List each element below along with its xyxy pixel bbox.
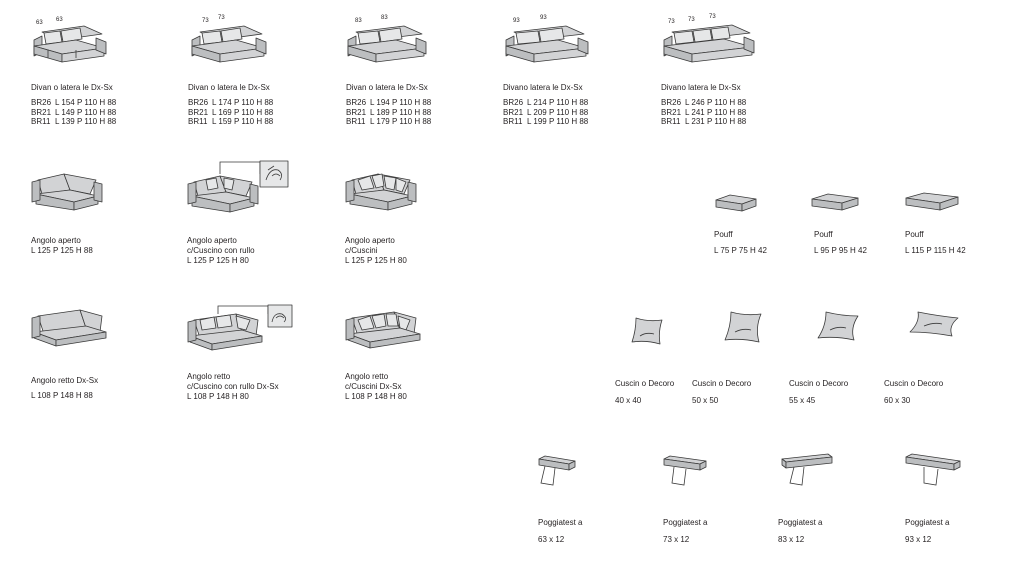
seat-width-label: 93 — [540, 15, 547, 21]
seat-width-label: 83 — [381, 15, 388, 21]
cushion-drawing — [631, 317, 663, 345]
seat-width-label: 63 — [36, 20, 43, 26]
sofa-title: Divan o latera le Dx-Sx — [31, 83, 113, 92]
headrest-size: 83 x 12 — [778, 535, 805, 544]
headrest-name: Poggiatest a — [778, 518, 823, 527]
corner-caption: Angolo retto c/Cuscino con rullo Dx-Sx L… — [187, 372, 279, 401]
pouf-dims: L 75 P 75 H 42 — [714, 246, 767, 255]
pouf-drawing — [905, 192, 959, 211]
cushion-drawing — [724, 311, 762, 343]
headrest-name: Poggiatest a — [663, 518, 708, 527]
pouf-drawing — [811, 193, 859, 211]
seat-width-label: 63 — [56, 17, 63, 23]
cushion-name: Cuscin o Decoro — [884, 379, 944, 388]
corner-sofa-drawing — [345, 311, 421, 349]
seat-width-label: 93 — [513, 18, 520, 24]
seat-width-label: 73 — [218, 15, 225, 21]
pouf-drawing — [715, 194, 757, 212]
pouf-name: Pouff — [814, 230, 833, 239]
sofa-drawing — [33, 25, 107, 63]
cushion-size: 55 x 45 — [789, 396, 816, 405]
pouf-dims: L 95 P 95 H 42 — [814, 246, 867, 255]
cushion-size: 40 x 40 — [615, 396, 642, 405]
corner-caption: Angolo retto c/Cuscini Dx-Sx L 108 P 148… — [345, 372, 407, 401]
seat-width-label: 73 — [668, 19, 675, 25]
headrest-drawing — [663, 455, 707, 486]
corner-sofa-drawing — [31, 309, 107, 347]
headrest-size: 93 x 12 — [905, 535, 932, 544]
sofa-drawing — [663, 24, 755, 63]
corner-caption: Angolo aperto c/Cuscino con rullo L 125 … — [187, 236, 255, 265]
sofa-title: Divano latera le Dx-Sx — [661, 83, 741, 92]
sofa-drawing — [505, 25, 589, 63]
sofa-title: Divan o latera le Dx-Sx — [346, 83, 428, 92]
seat-width-label: 73 — [688, 17, 695, 23]
cushion-name: Cuscin o Decoro — [789, 379, 849, 388]
corner-caption: Angolo retto Dx-Sx L 108 P 148 H 88 — [31, 376, 99, 400]
headrest-drawing — [538, 455, 576, 486]
headrest-size: 63 x 12 — [538, 535, 565, 544]
corner-sofa-drawing — [345, 173, 417, 211]
cushion-name: Cuscin o Decoro — [615, 379, 675, 388]
sofa-title: Divan o latera le Dx-Sx — [188, 83, 270, 92]
sofa-title: Divano latera le Dx-Sx — [503, 83, 583, 92]
headrest-name: Poggiatest a — [905, 518, 950, 527]
headrest-name: Poggiatest a — [538, 518, 583, 527]
headrest-size: 73 x 12 — [663, 535, 690, 544]
sofa-drawing — [191, 25, 267, 63]
pouf-name: Pouff — [714, 230, 733, 239]
corner-sofa-drawing — [187, 160, 289, 213]
headrest-drawing — [781, 453, 833, 486]
cushion-size: 60 x 30 — [884, 396, 911, 405]
corner-sofa-drawing — [31, 173, 103, 211]
sofa-drawing — [347, 25, 427, 63]
pouf-name: Pouff — [905, 230, 924, 239]
cushion-drawing — [909, 311, 959, 337]
corner-caption: Angolo aperto c/Cuscini L 125 P 125 H 80 — [345, 236, 407, 265]
seat-width-label: 73 — [202, 18, 209, 24]
corner-caption: Angolo aperto L 125 P 125 H 88 — [31, 236, 93, 255]
headrest-drawing — [905, 453, 961, 486]
cushion-size: 50 x 50 — [692, 396, 719, 405]
cushion-drawing — [817, 311, 859, 341]
seat-width-label: 83 — [355, 18, 362, 24]
pouf-dims: L 115 P 115 H 42 — [905, 246, 966, 255]
corner-sofa-drawing — [187, 304, 293, 351]
seat-width-label: 73 — [709, 14, 716, 20]
cushion-name: Cuscin o Decoro — [692, 379, 752, 388]
